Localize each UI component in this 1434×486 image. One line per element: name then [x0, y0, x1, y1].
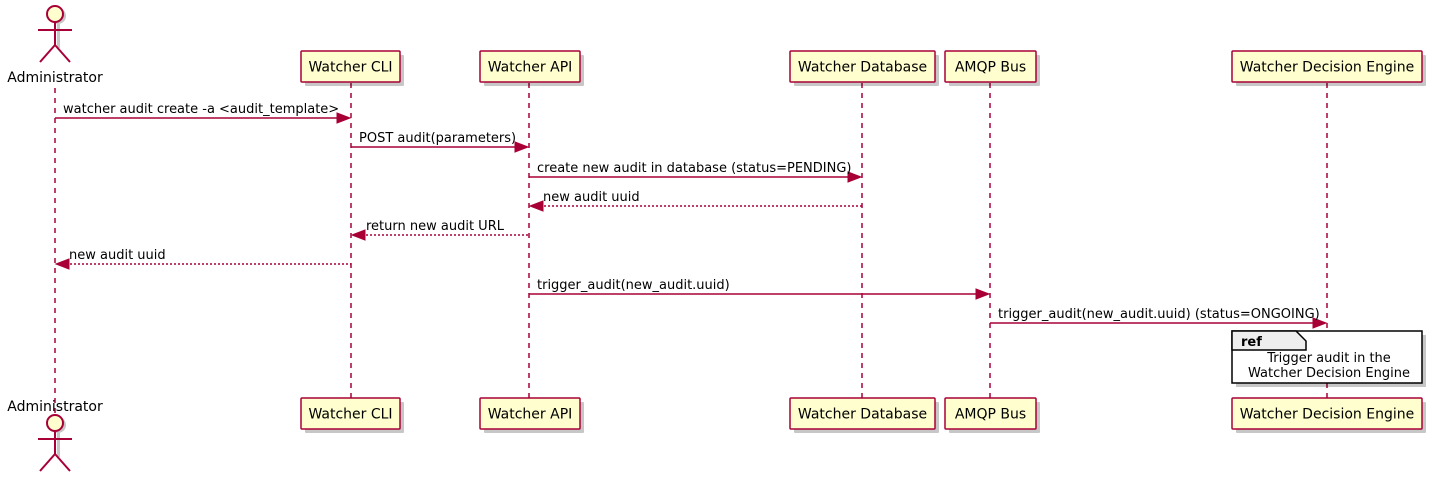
actor-leg-right-icon-bottom	[54, 453, 71, 472]
participant-box	[944, 397, 1037, 430]
participant-label: Watcher Decision Engine	[1240, 407, 1414, 423]
participant-label: Watcher API	[488, 60, 573, 76]
message-label: trigger_audit(new_audit.uuid)	[537, 278, 730, 293]
participant-box	[944, 50, 1037, 83]
message-arrowhead-right	[847, 171, 863, 183]
participant-box	[479, 50, 581, 83]
actor-head-icon-bottom	[46, 414, 64, 432]
actor-leg-left-icon	[39, 44, 56, 63]
ref-fragment-tab	[1231, 330, 1307, 351]
ref-fragment-line-1: Trigger audit in the	[1266, 351, 1391, 366]
ref-fragment-line-2: Watcher Decision Engine	[1248, 366, 1410, 381]
message-arrowhead-left	[350, 229, 366, 241]
message-4[interactable]: new audit uuid	[528, 190, 862, 212]
lifelines-group	[54, 83, 1328, 424]
ref-fragment[interactable]: ref Trigger audit in the Watcher Decisio…	[1231, 330, 1426, 387]
participant-box	[300, 50, 401, 83]
participant-label: Watcher CLI	[308, 407, 392, 423]
participant-amqp-bus-top[interactable]: AMQP Bus	[944, 50, 1040, 86]
participant-watcher-decision-engine-bottom[interactable]: Watcher Decision Engine	[1231, 397, 1426, 433]
participant-watcher-cli-bottom[interactable]: Watcher CLI	[300, 397, 404, 433]
message-7[interactable]: trigger_audit(new_audit.uuid)	[529, 278, 991, 300]
participant-watcher-api-bottom[interactable]: Watcher API	[479, 397, 584, 433]
message-label: POST audit(parameters)	[359, 131, 516, 146]
message-5[interactable]: return new audit URL	[350, 219, 529, 241]
participant-box	[1231, 397, 1423, 430]
actor-administrator-top[interactable]: Administrator	[7, 5, 103, 86]
actor-head-icon	[46, 5, 64, 23]
message-arrowhead-left	[528, 200, 544, 212]
participant-amqp-bus-bottom[interactable]: AMQP Bus	[944, 397, 1040, 433]
participant-watcher-database-bottom[interactable]: Watcher Database	[789, 397, 939, 433]
message-arrowhead-right	[336, 112, 352, 124]
message-3[interactable]: create new audit in database (status=PEN…	[529, 161, 863, 183]
message-label: new audit uuid	[69, 248, 166, 263]
message-arrowhead-right	[1312, 317, 1328, 329]
message-label: trigger_audit(new_audit.uuid) (status=ON…	[998, 307, 1320, 322]
message-8[interactable]: trigger_audit(new_audit.uuid) (status=ON…	[990, 307, 1328, 329]
participant-watcher-cli-top[interactable]: Watcher CLI	[300, 50, 404, 86]
participant-box	[789, 50, 936, 83]
actor-label-bottom: Administrator	[7, 399, 103, 415]
actor-leg-right-icon	[54, 44, 71, 63]
message-arrowhead-left	[54, 258, 70, 270]
participant-box	[1231, 50, 1423, 83]
message-arrowhead-right	[514, 141, 530, 153]
actor-administrator-bottom[interactable]: Administrator	[7, 399, 103, 472]
ref-fragment-tab-label: ref	[1241, 335, 1262, 350]
participant-label: AMQP Bus	[955, 60, 1026, 76]
participant-label: Watcher Database	[798, 407, 927, 423]
message-1[interactable]: watcher audit create -a <audit_template>	[55, 102, 352, 124]
actor-label-top: Administrator	[7, 70, 103, 86]
message-label: new audit uuid	[543, 190, 640, 205]
participant-label: Watcher API	[488, 407, 573, 423]
participant-label: Watcher Database	[798, 60, 927, 76]
message-label: return new audit URL	[366, 219, 505, 234]
message-label: create new audit in database (status=PEN…	[537, 161, 852, 176]
message-2[interactable]: POST audit(parameters)	[351, 131, 530, 153]
message-6[interactable]: new audit uuid	[54, 248, 351, 270]
participant-box	[300, 397, 401, 430]
participant-box	[479, 397, 581, 430]
participant-box	[789, 397, 936, 430]
participant-watcher-decision-engine-top[interactable]: Watcher Decision Engine	[1231, 50, 1426, 86]
participant-label: Watcher Decision Engine	[1240, 60, 1414, 76]
participant-label: Watcher CLI	[308, 60, 392, 76]
participant-label: AMQP Bus	[955, 407, 1026, 423]
participant-watcher-database-top[interactable]: Watcher Database	[789, 50, 939, 86]
message-label: watcher audit create -a <audit_template>	[63, 102, 339, 117]
participant-watcher-api-top[interactable]: Watcher API	[479, 50, 584, 86]
actor-leg-left-icon-bottom	[39, 453, 56, 472]
message-arrowhead-right	[975, 288, 991, 300]
